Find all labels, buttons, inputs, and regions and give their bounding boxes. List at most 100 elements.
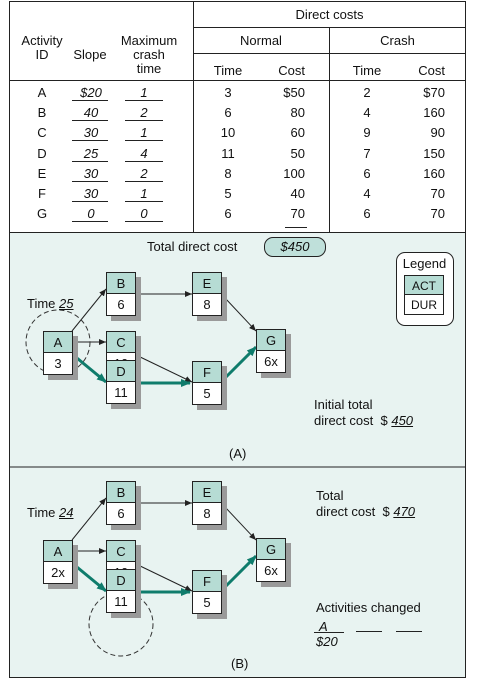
activities-changed-label: Activities changed <box>316 600 421 615</box>
time-label-a: Time 25 <box>27 296 74 311</box>
cell-max: 1 <box>140 186 148 201</box>
cell-nc: 80 <box>290 105 305 121</box>
cell-cc: 160 <box>423 165 445 181</box>
arrow-a-b <box>71 497 107 541</box>
node-activity: C <box>106 540 136 562</box>
header-normal: Normal <box>240 33 282 48</box>
node-activity: G <box>256 538 286 560</box>
node-activity: B <box>106 481 136 503</box>
arrow-f-g-critical <box>223 345 258 380</box>
time-value-a: 25 <box>59 296 74 311</box>
header-direct-costs: Direct costs <box>295 7 364 22</box>
cell-underline <box>72 221 108 223</box>
cell-max: 4 <box>140 145 148 161</box>
cell-nc: 50 <box>290 145 305 161</box>
col-crash-cost: Cost <box>418 63 445 78</box>
legend-title: Legend <box>402 256 447 271</box>
cell-slope: 30 <box>83 165 99 181</box>
cell-nc: 100 <box>283 165 305 181</box>
cell-cc: 70 <box>430 206 445 222</box>
cell-slope: 30 <box>83 186 99 201</box>
node-duration: 6 <box>106 503 136 525</box>
cell-id: B <box>37 105 47 121</box>
cell-ct: 4 <box>363 186 371 201</box>
cell-nt: 3 <box>224 85 232 100</box>
node-duration: 6 <box>106 294 136 316</box>
cell-slope: $20 <box>80 85 102 100</box>
cell-max: 2 <box>140 165 148 181</box>
time-label-b: Time 24 <box>27 505 74 520</box>
cell-ct: 7 <box>363 145 371 161</box>
cell-cc: 160 <box>423 105 445 121</box>
node-activity: A <box>43 331 73 353</box>
activity-table <box>9 1 466 233</box>
initial-total-label: Initial total <box>314 397 373 412</box>
cell-id: G <box>36 206 48 222</box>
cell-ct: 9 <box>363 125 371 141</box>
cell-nc: 40 <box>290 186 305 201</box>
node-duration: 8 <box>192 503 222 525</box>
changed-activity-underline <box>314 632 344 633</box>
cell-nc: 60 <box>290 125 305 141</box>
node-duration: 8 <box>192 294 222 316</box>
cell-max: 0 <box>140 206 148 222</box>
changed-cost: $20 <box>316 634 338 649</box>
cell-underline <box>125 100 163 101</box>
node-activity: B <box>106 272 136 294</box>
node-activity: D <box>106 569 136 591</box>
caption-a: (A) <box>229 446 247 461</box>
cell-underline <box>72 140 108 142</box>
cell-slope: 0 <box>87 206 95 222</box>
cell-id: E <box>37 165 47 181</box>
col-normal-time: Time <box>213 63 243 78</box>
total-label: direct cost $ 470 <box>316 504 416 519</box>
total-label: Total <box>316 488 344 503</box>
cell-underline <box>125 160 163 162</box>
cell-ct: 4 <box>363 105 371 121</box>
cell-underline <box>72 100 108 101</box>
cell-slope: 30 <box>83 125 99 141</box>
total-direct-cost-value: $450 <box>264 237 326 257</box>
node-duration: 6x <box>256 351 286 373</box>
col-crash-time: Time <box>352 63 382 78</box>
caption-b: (B) <box>231 656 249 671</box>
cell-ct: 2 <box>363 85 371 100</box>
cell-cc: 150 <box>423 145 445 161</box>
col-activity-id: ID <box>35 47 49 62</box>
arrow-c-f <box>135 563 193 592</box>
cell-cc: 90 <box>430 125 445 141</box>
node-activity: A <box>43 540 73 562</box>
total-value: 470 <box>393 504 416 519</box>
arrow-e-g <box>224 297 257 332</box>
cell-max: 1 <box>140 125 148 141</box>
cell-max: 2 <box>140 105 148 121</box>
cell-nc: $50 <box>283 85 305 100</box>
table-divider <box>329 27 330 233</box>
legend: Legend ACT DUR <box>396 252 454 326</box>
cell-underline <box>125 120 163 122</box>
cell-slope: 25 <box>83 145 99 161</box>
node-activity: F <box>192 570 222 592</box>
cell-cc: $70 <box>423 85 445 100</box>
initial-total-label: direct cost $ 450 <box>314 413 414 428</box>
arrow-e-g <box>224 506 257 541</box>
node-duration: 2x <box>43 562 73 584</box>
blank-underline <box>396 631 422 632</box>
cell-id: F <box>38 186 46 201</box>
total-direct-cost-label: Total direct cost <box>147 239 238 254</box>
cell-nt: 10 <box>220 125 236 141</box>
cell-max: 1 <box>140 85 148 100</box>
col-max-crash: Maximum <box>120 33 178 48</box>
cell-id: D <box>37 145 47 161</box>
cell-underline <box>72 180 108 182</box>
cell-nt: 11 <box>221 145 235 161</box>
node-duration: 5 <box>192 383 222 405</box>
changed-activity: A <box>319 619 328 634</box>
node-activity: E <box>192 272 222 294</box>
cell-underline <box>72 201 108 202</box>
legend-act: ACT <box>404 275 444 295</box>
arrow-c-f <box>135 354 193 383</box>
cell-underline <box>125 180 163 182</box>
node-activity: E <box>192 481 222 503</box>
cell-underline <box>125 140 163 142</box>
